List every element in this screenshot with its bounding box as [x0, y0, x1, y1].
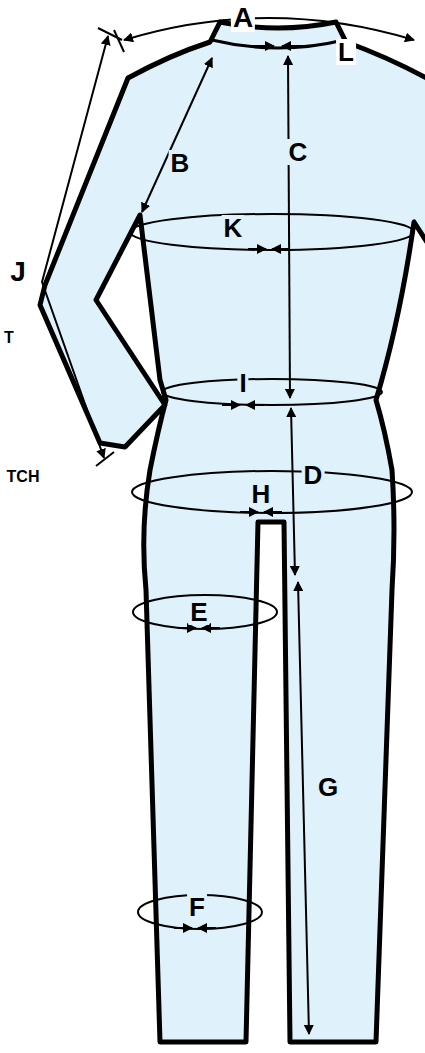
measurement-letter: B	[169, 150, 192, 176]
collar-line	[212, 40, 344, 48]
measurement-letter: A	[231, 4, 255, 32]
measure-line	[291, 408, 295, 575]
measurement-letter: H	[250, 481, 273, 507]
measure-line	[282, 45, 304, 47]
girth-loop	[132, 471, 412, 513]
measurement-letter: I	[237, 370, 248, 396]
measure-line	[252, 45, 274, 47]
tick-mark	[98, 28, 122, 40]
girth-loop	[130, 214, 414, 250]
inward-arrows	[174, 249, 290, 928]
measurement-letter: TCH	[5, 469, 42, 485]
measurement-letter: G	[316, 774, 340, 800]
girth-loop	[138, 895, 262, 929]
measurement-letter: J	[8, 258, 28, 286]
measurement-letter: C	[287, 139, 310, 165]
measurement-letter: E	[188, 599, 209, 625]
measurement-letter: K	[222, 215, 245, 241]
measure-line	[298, 582, 309, 1034]
measure-line	[142, 58, 212, 212]
measurement-letter: T	[2, 330, 16, 346]
tick-mark	[114, 30, 124, 52]
measurement-letter: D	[302, 462, 325, 488]
girth-loop	[162, 379, 382, 405]
measurement-letter: L	[336, 39, 356, 65]
tick-mark	[96, 452, 114, 466]
measure-line	[42, 36, 108, 458]
measurement-letter: F	[187, 894, 207, 920]
girth-loop	[133, 595, 277, 629]
measure-line	[124, 18, 414, 40]
measure-line	[288, 56, 290, 398]
body-outline	[40, 22, 425, 1042]
